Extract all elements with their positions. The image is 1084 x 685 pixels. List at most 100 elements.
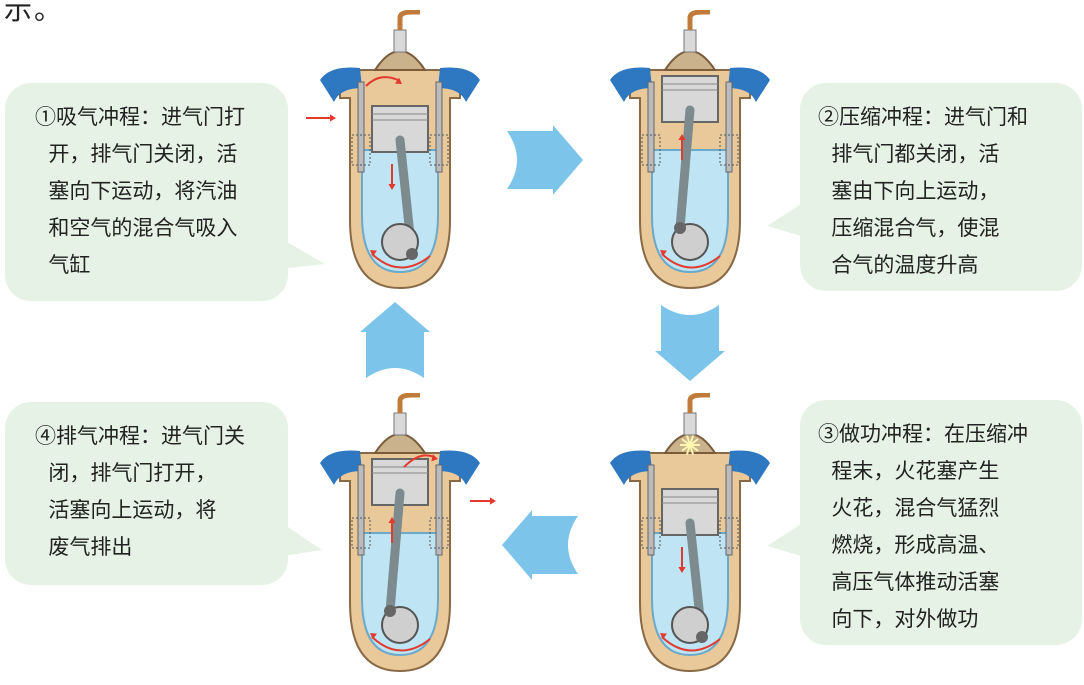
engine-intake-illustration [306,10,480,290]
intake-valve [647,81,655,173]
cylinder-head [373,433,427,454]
engine-power-illustration [610,393,770,673]
stroke-text-line: 燃烧，形成高温、 [818,533,1000,557]
stroke-bubble-compression: ②压缩冲程：进气门和 排气门都关闭，活 塞由下向上运动， 压缩混合气，使混 合气… [800,83,1082,291]
intake-port [610,450,652,485]
engine-compression-illustration [610,10,770,290]
crank-rotation-arrow [370,250,431,269]
exhaust-port [728,450,770,485]
red-arrow-head [370,633,377,640]
cylinder-head [373,50,427,71]
exhaust-valve [435,81,443,173]
cycle-arrow-down [655,305,725,381]
stroke-text-line: ②压缩冲程：进气门和 [818,105,1028,129]
spark-wire [397,393,420,413]
crank-rotation-arrow [660,250,721,269]
intake-port [320,67,362,102]
red-arrow-head [490,497,496,505]
spark-wire [687,10,710,30]
stroke-text-line: 活塞向上运动，将 [35,498,217,522]
intake-port [320,450,362,485]
exhaust-port [438,67,480,102]
piston-motion-arrow [678,547,686,573]
spark-burst [680,435,700,455]
connecting-rod [385,488,405,616]
stroke-text-line: 向下，对外做功 [818,607,979,631]
crankcase-chamber [361,532,439,657]
stroke-text-line: ④排气冲程：进气门关 [35,424,245,448]
piston-motion-arrow [388,164,396,190]
piston-motion-arrow [388,517,396,543]
intake-valve [357,464,365,556]
stroke-bubble-power: ③做功冲程：在压缩冲 程末，火花塞产生 火花，混合气猛烈 燃烧，形成高温、 高压… [800,400,1082,645]
exhaust-valve [725,464,733,556]
intake-flow-arrow [306,76,402,122]
crank-pin [406,248,418,260]
valve-spring [351,517,371,549]
valve-spring [641,134,661,166]
spark-plug [393,412,407,436]
red-arrow-head [660,633,667,640]
stroke-text-line: ③做功冲程：在压缩冲 [818,422,1028,446]
valve-spring [351,134,371,166]
red-arrow-head [330,114,336,122]
crankcase-chamber [651,149,729,274]
crankcase-chamber [361,149,439,274]
engine-exhaust-illustration [320,393,496,673]
spark-plug [683,29,697,53]
cylinder-head [663,50,717,71]
red-arrow-head [370,250,377,257]
stroke-text-line: 程末，火花塞产生 [818,459,1000,483]
exhaust-valve [725,81,733,173]
intake-port [610,67,652,102]
red-arrow-head [388,517,396,523]
valve-spring [429,134,449,166]
intro-text-fragment: 示。 [4,0,65,26]
stroke-text-line: 塞由下向上运动， [818,179,1000,203]
stroke-text-line: ①吸气冲程：进气门打 [35,105,245,129]
red-arrow-head [388,184,396,190]
stroke-text-line: 火花，混合气猛烈 [818,496,1000,520]
connecting-rod [675,105,695,233]
piston-motion-arrow [678,134,686,160]
spark-plug [683,412,697,436]
crankcase-chamber [651,532,729,657]
stroke-text-line: 闭，排气门打开， [35,461,217,485]
red-arrow-head [678,134,686,140]
stroke-bubble-exhaust: ④排气冲程：进气门关 闭，排气门打开， 活塞向上运动，将 废气排出 [5,402,288,585]
red-arrow-head [660,250,667,257]
stroke-text-line: 气缸 [35,253,91,277]
stroke-text-line: 高压气体推动活塞 [818,570,1000,594]
exhaust-flow-arrow [403,454,496,505]
stroke-text-line: 开，排气门关闭，活 [35,142,238,166]
valve-spring [719,517,739,549]
crank-rotation-arrow [370,633,431,652]
valve-spring [641,517,661,549]
cycle-arrow-right [507,125,583,195]
exhaust-valve [435,464,443,556]
crank-pin [674,222,686,234]
cycle-arrow-left [502,510,578,580]
crank-pin [696,631,708,643]
spark-wire [687,393,710,413]
cycle-arrow-up [360,302,430,378]
stroke-text-line: 和空气的混合气吸入 [35,216,238,240]
red-arrow-head [678,567,686,573]
stroke-text-line: 合气的温度升高 [818,253,979,277]
stroke-text-line: 废气排出 [35,535,133,559]
spark-plug [393,29,407,53]
red-arrow-head [431,454,438,462]
intake-valve [647,464,655,556]
stroke-text-line: 塞向下运动，将汽油 [35,179,238,203]
spark-wire [397,10,420,30]
red-arrow-head [395,77,402,84]
valve-spring [429,517,449,549]
intake-valve [357,81,365,173]
exhaust-port [438,450,480,485]
exhaust-port [728,67,770,102]
crank-pin [384,605,396,617]
stroke-text-line: 排气门都关闭，活 [818,142,1000,166]
stroke-text-line: 压缩混合气，使混 [818,216,1000,240]
valve-spring [719,134,739,166]
stroke-bubble-intake: ①吸气冲程：进气门打 开，排气门关闭，活 塞向下运动，将汽油 和空气的混合气吸入… [5,83,288,301]
